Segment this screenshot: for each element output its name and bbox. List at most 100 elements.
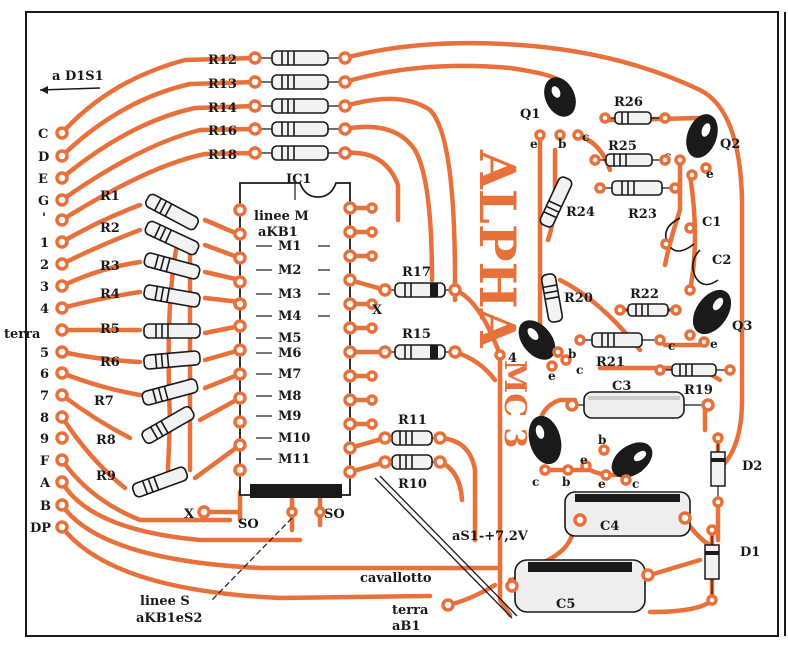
label-r12: R12 (208, 53, 237, 68)
capacitor-c4 (564, 491, 692, 537)
board-outline (25, 11, 779, 637)
left-connector-pads (55, 126, 69, 534)
ab1-label: aB1 (392, 619, 420, 634)
pin-b5: b (562, 475, 570, 489)
label-r3: R3 (100, 259, 120, 274)
resistor-r26 (599, 111, 671, 125)
connector-g: G (38, 194, 49, 209)
top-resistors (248, 50, 352, 161)
pin-c1: c (582, 130, 589, 144)
resistor-r21 (574, 332, 666, 348)
label-r20: R20 (564, 291, 593, 306)
pin-b1: b (558, 137, 566, 151)
label-r13: R13 (208, 77, 237, 92)
connector-1: 1 (40, 236, 49, 251)
ic-pin-pads (233, 201, 378, 479)
pin-c3: c (668, 339, 675, 353)
akb1-label: aKB1 (258, 225, 298, 240)
jumper-wire-b (379, 475, 518, 617)
connector-e: E (38, 172, 48, 187)
resistor-r3 (143, 252, 201, 280)
label-r4: R4 (100, 287, 120, 302)
akb1es2-label: aKB1eS2 (136, 611, 202, 626)
linee-s-label: linee S (140, 594, 190, 609)
pad-q4 (494, 349, 506, 361)
resistor-r25 (589, 153, 671, 167)
capacitor-c2 (684, 249, 719, 296)
diode-d1 (704, 524, 720, 606)
mid-resistors (378, 282, 462, 470)
resistor-r23 (594, 180, 681, 196)
ic-line-m3: M3 (278, 287, 301, 302)
label-r17: R17 (402, 265, 431, 280)
resistor-r24 (539, 176, 573, 228)
ic-line-m11: M11 (278, 452, 310, 467)
label-r19: R19 (684, 383, 713, 398)
resistor-r18 (248, 145, 352, 161)
connector-5: 5 (40, 346, 49, 361)
label-r9: R9 (96, 469, 116, 484)
connector-4: 4 (40, 302, 49, 317)
x-right-label: X (372, 303, 383, 318)
label-r24: R24 (566, 205, 595, 220)
so-right-label: SO (324, 507, 345, 522)
resistor-r6 (143, 350, 201, 370)
ic-line-m4: M4 (278, 309, 301, 324)
label-r7: R7 (94, 394, 114, 409)
pin-b6: b (598, 433, 606, 447)
pin-e6: e (598, 477, 606, 491)
connector-b: B (40, 499, 51, 514)
connector-6: 6 (40, 367, 49, 382)
capacitor-c5 (505, 559, 655, 613)
connector-8: 8 (40, 411, 49, 426)
left-resistors (131, 193, 201, 498)
pin-e3: e (710, 337, 718, 351)
so-left-label: SO (238, 517, 259, 532)
pin-e2: e (706, 167, 714, 181)
ic1-label: IC1 (286, 172, 311, 187)
transistor-q6 (598, 442, 653, 486)
resistor-r22 (614, 303, 682, 317)
label-r14: R14 (208, 101, 237, 116)
transistor-q2 (674, 114, 718, 181)
label-c5: C5 (556, 597, 575, 612)
resistor-r10 (378, 454, 447, 470)
label-r26: R26 (614, 95, 643, 110)
pin-c6: c (632, 477, 639, 491)
label-r22: R22 (630, 287, 659, 302)
resistor-r13 (248, 74, 352, 90)
label-r15: R15 (402, 327, 431, 342)
capacitor-c3 (565, 391, 715, 419)
ic-line-m2: M2 (278, 263, 301, 278)
pin-e5: e (580, 453, 588, 467)
label-r21: R21 (596, 355, 625, 370)
resistor-r5 (143, 323, 201, 339)
pin-b4: b (568, 347, 576, 361)
label-q3: Q3 (732, 319, 752, 334)
label-r16: R16 (208, 124, 237, 139)
label-r10: R10 (398, 477, 427, 492)
ic1-chip (239, 182, 351, 498)
label-r6: R6 (100, 355, 120, 370)
resistor-r19 (654, 363, 736, 377)
transistor-q3 (684, 289, 732, 348)
label-r5: R5 (100, 322, 120, 337)
left-arrow-icon (39, 86, 101, 94)
pin-c4: c (576, 363, 583, 377)
linee-s-leader (211, 517, 293, 601)
linee-m-label: linee M (254, 209, 309, 224)
label-d1: D1 (740, 545, 760, 560)
resistor-r17 (378, 282, 462, 298)
pin-e4: e (548, 369, 556, 383)
label-r1: R1 (100, 189, 120, 204)
label-q2: Q2 (720, 137, 740, 152)
pad-x-bottom (197, 505, 211, 519)
pad-so-mid (286, 506, 298, 518)
label-r11: R11 (398, 413, 427, 428)
connector-7: 7 (40, 389, 49, 404)
transistor-q4 (518, 320, 572, 372)
q4-label: 4 (508, 351, 517, 366)
resistor-r8 (141, 405, 195, 445)
